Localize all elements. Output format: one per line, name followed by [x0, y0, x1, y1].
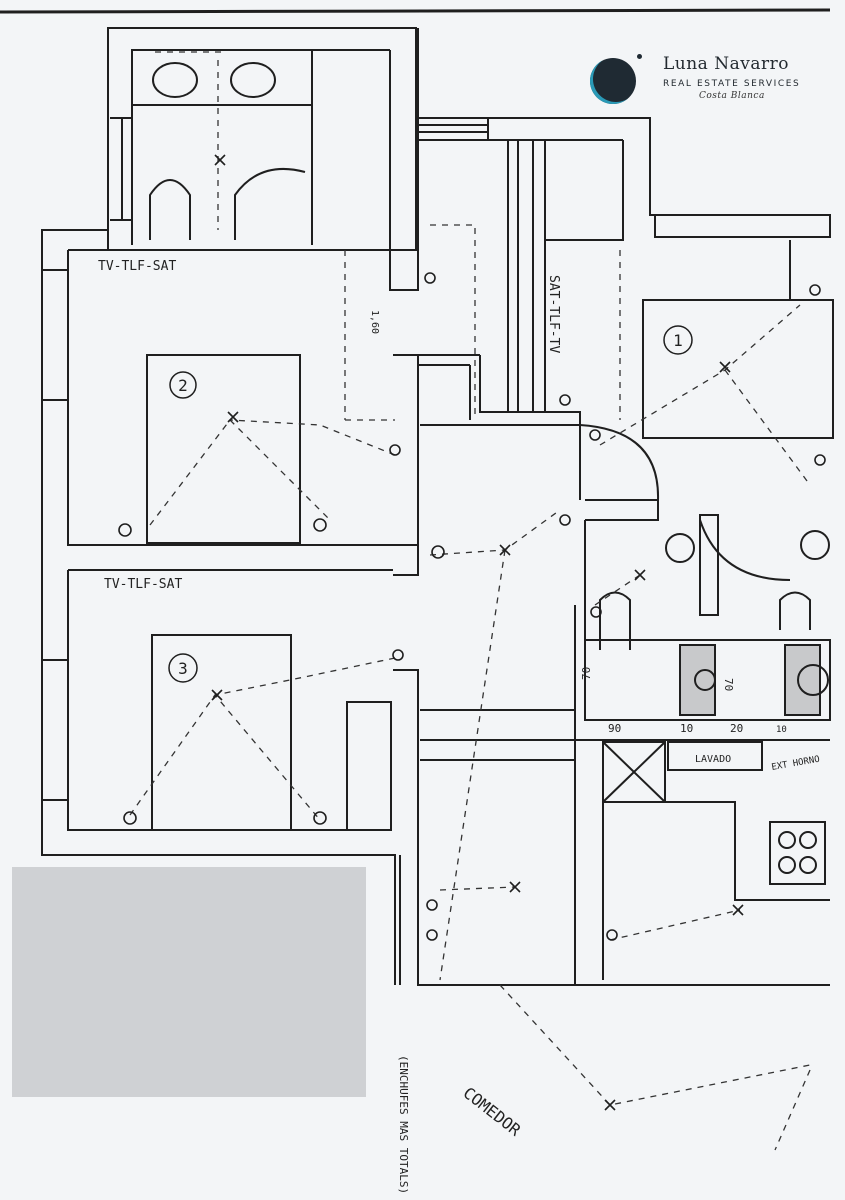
dim-10b: 10 — [776, 725, 787, 735]
tv-label-middle: TV-TLF-SAT — [104, 577, 182, 592]
bedroom-1-badge — [663, 325, 693, 355]
bathroom-top-left — [107, 27, 417, 251]
dim-160: 1,60 — [369, 310, 380, 334]
dim-90: 90 — [608, 722, 621, 735]
paper-top-edge — [0, 8, 831, 14]
bedroom-1-number: 1 — [673, 331, 683, 350]
bedroom-3 — [68, 569, 393, 831]
lavado-label: LAVADO — [695, 754, 731, 765]
dim-70-left: 70 — [580, 667, 593, 680]
dim-20: 20 — [730, 722, 743, 735]
brand-location: Costa Blanca — [699, 91, 765, 101]
bedroom-2-badge — [169, 371, 197, 399]
brand-logo: Luna Navarro REAL ESTATE SERVICES Costa … — [590, 52, 830, 112]
bedroom-2 — [68, 249, 390, 544]
kitchen — [575, 739, 830, 980]
tv-label-top: TV-TLF-SAT — [98, 259, 176, 274]
redacted-area — [12, 867, 366, 1097]
dim-10: 10 — [680, 722, 693, 735]
ext-horno-label: EXT HORNO — [771, 755, 821, 773]
sat-vertical-label: SAT-TLF-TV — [546, 275, 561, 353]
brand-subtitle: REAL ESTATE SERVICES — [663, 79, 801, 89]
bedroom-2-number: 2 — [178, 376, 188, 395]
brand-mark-icon — [590, 58, 636, 104]
enchufes-note: (ENCHUFES MAS TOTALS) — [397, 1055, 410, 1194]
comedor-label: COMEDOR — [460, 1083, 525, 1140]
brand-name: Luna Navarro — [663, 54, 789, 74]
bedroom-3-badge — [168, 653, 198, 683]
bedroom-1 — [642, 240, 834, 439]
bedroom-3-number: 3 — [178, 659, 188, 678]
dim-70-right: 70 — [722, 678, 735, 691]
brand-dot-icon — [637, 54, 642, 59]
